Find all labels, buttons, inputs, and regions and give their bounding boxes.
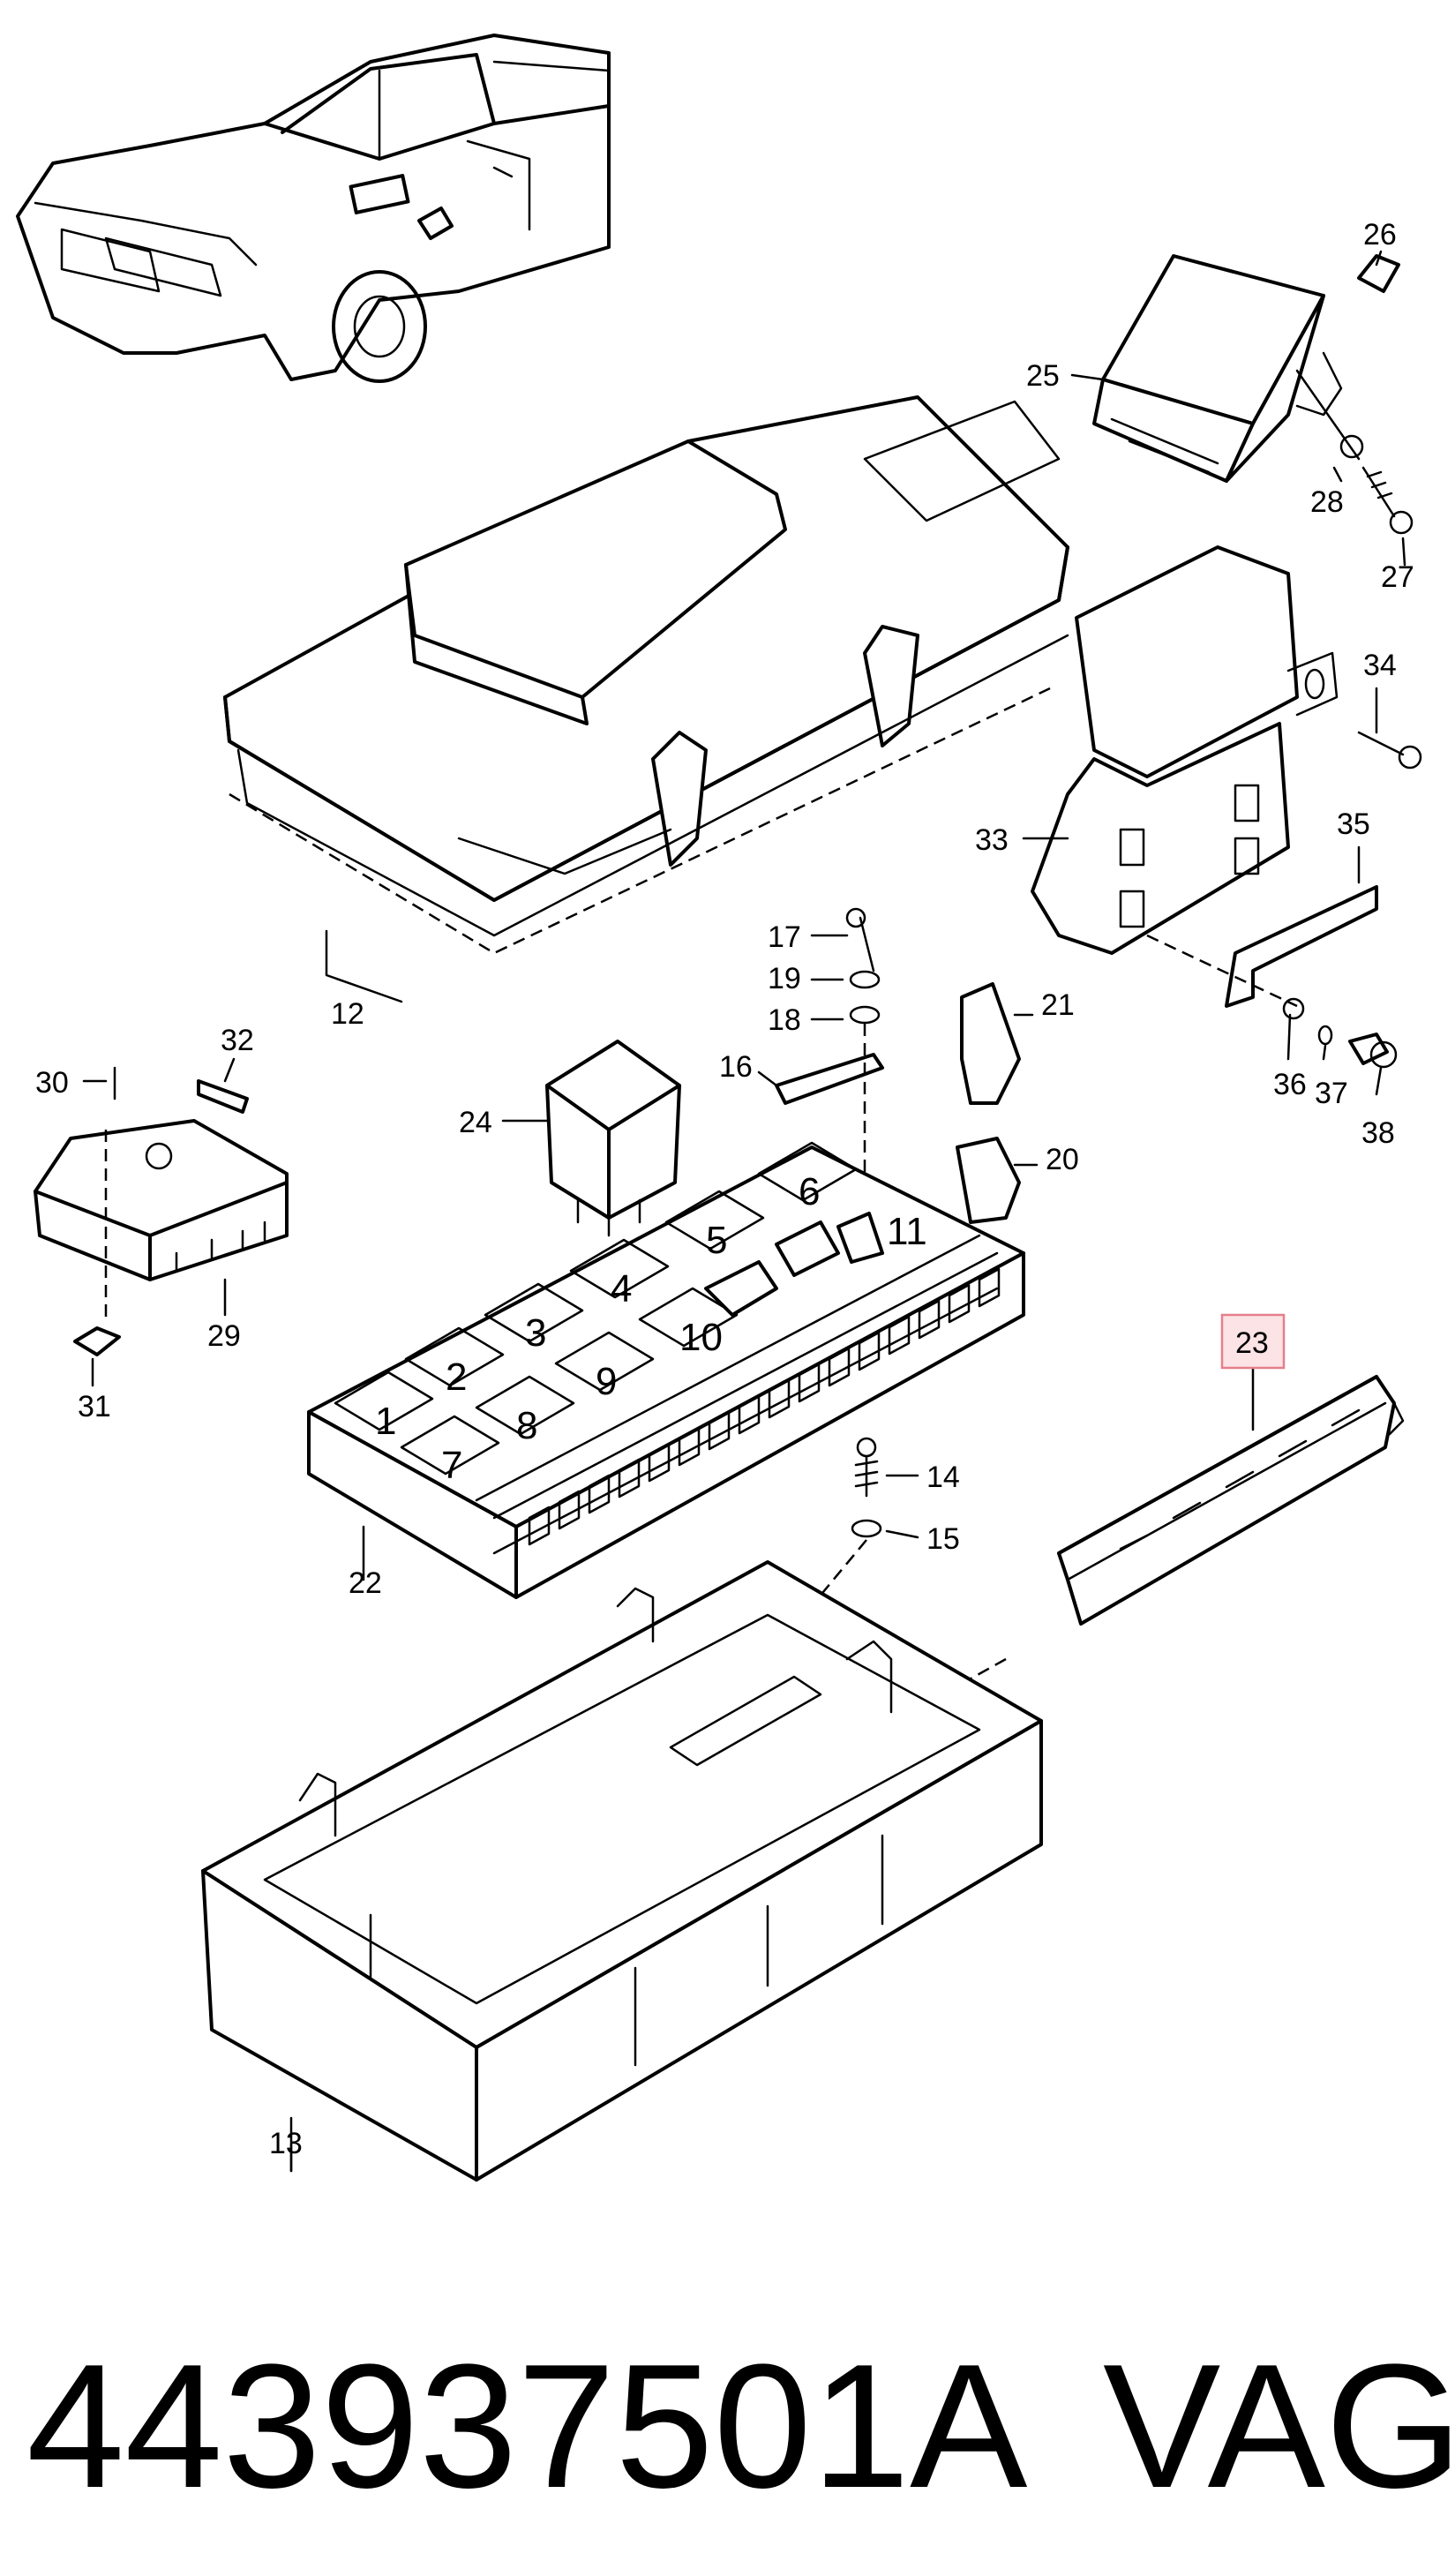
callout-27: 27	[1381, 560, 1414, 594]
fuse-slot	[588, 1474, 611, 1514]
relay-slot-outline	[638, 1287, 739, 1348]
callout-28: 28	[1310, 485, 1344, 519]
fuse-slot	[798, 1363, 821, 1403]
fuse-slot	[768, 1378, 791, 1419]
callout-23: 23	[1235, 1326, 1269, 1360]
fuse-slot	[558, 1490, 581, 1530]
fuse-slot	[978, 1267, 1001, 1308]
callout-15: 15	[926, 1522, 960, 1556]
slot-7: 7	[441, 1444, 462, 1487]
fuse-slot	[528, 1506, 551, 1546]
control-unit-25	[1092, 254, 1343, 483]
fuse-slot	[618, 1458, 641, 1498]
relay-24	[545, 1040, 681, 1237]
small-parts-16-21	[775, 907, 1021, 1224]
relay-slot-outline	[554, 1331, 655, 1392]
callout-21: 21	[1041, 988, 1075, 1022]
callout-18: 18	[768, 1003, 801, 1037]
relay-slots	[334, 1141, 1001, 1546]
fuse-slot	[948, 1283, 971, 1324]
fuse-slot	[858, 1331, 881, 1371]
slot-9: 9	[596, 1360, 617, 1403]
relay-slot-outline	[334, 1371, 434, 1431]
fuse-slot	[888, 1315, 911, 1356]
callout-19: 19	[768, 962, 801, 995]
callout-13: 13	[269, 2127, 303, 2160]
callout-24: 24	[459, 1106, 492, 1139]
slot-5: 5	[706, 1219, 727, 1262]
slot-10: 10	[679, 1316, 723, 1359]
callout-32: 32	[221, 1024, 254, 1057]
callout-17: 17	[768, 920, 801, 954]
slot-6: 6	[799, 1170, 820, 1213]
relay-slot-outline	[664, 1190, 765, 1250]
callout-12: 12	[331, 997, 364, 1031]
brand-name: VAG	[1103, 2328, 1455, 2525]
callout-29: 29	[207, 1319, 241, 1353]
slot-3: 3	[525, 1311, 546, 1355]
callout-30: 30	[35, 1066, 69, 1100]
callout-16: 16	[719, 1050, 753, 1084]
relay-slot-outline	[484, 1282, 584, 1343]
callout-26: 26	[1363, 218, 1397, 252]
fuse-slot	[678, 1426, 701, 1467]
fuse-strip-23	[926, 1375, 1405, 1705]
callout-38: 38	[1361, 1116, 1395, 1150]
housing-29	[34, 1066, 289, 1356]
callout-14: 14	[926, 1461, 960, 1494]
fuse-slot	[828, 1347, 851, 1387]
callout-33: 33	[975, 823, 1009, 857]
lower-tray-13	[201, 1560, 1043, 2182]
slot-1: 1	[375, 1400, 396, 1443]
fuse-slot	[648, 1442, 671, 1483]
callout-23-highlight	[1220, 1313, 1286, 1370]
slot-11: 11	[887, 1210, 927, 1253]
callout-35: 35	[1337, 807, 1370, 841]
slot-8: 8	[516, 1404, 537, 1447]
callout-22: 22	[349, 1566, 382, 1600]
part-number: 443937501A	[26, 2328, 1028, 2525]
slot-2: 2	[446, 1356, 467, 1399]
callout-31: 31	[78, 1390, 111, 1423]
callout-36: 36	[1273, 1068, 1307, 1101]
relay-slot-outline	[757, 1141, 858, 1202]
fasteners-26-28	[1295, 254, 1414, 535]
callout-labels: 12 13 14 15 16 17 19 18 21 20 22 23 24 2…	[35, 218, 1414, 2160]
relay-slot-outline	[475, 1375, 575, 1436]
relay-slot-outline	[400, 1415, 500, 1476]
exploded-parts-diagram: 1 2 3 4 5 6 7 8 9 10 11 12 13 14 15 16 1…	[16, 34, 1422, 2182]
relay-slot-outline	[569, 1238, 670, 1299]
callout-25: 25	[1026, 359, 1060, 393]
bracket-33	[1031, 545, 1339, 955]
relay-plate-22	[307, 1141, 1025, 1599]
slot-4: 4	[611, 1267, 632, 1311]
fasteners-34-38	[1146, 731, 1422, 1069]
callout-37: 37	[1315, 1077, 1348, 1110]
fuse-slot	[738, 1394, 761, 1435]
callout-34: 34	[1363, 649, 1397, 682]
fuse-slot	[918, 1299, 941, 1340]
leader-lines	[82, 250, 1406, 2173]
relay-slot-outline	[404, 1326, 505, 1387]
fuse-slot	[708, 1410, 731, 1451]
car-illustration	[16, 34, 611, 383]
fuse-box-cover-12	[223, 395, 1069, 1003]
callout-20: 20	[1046, 1143, 1079, 1176]
slot-numbers: 1 2 3 4 5 6 7 8 9 10 11	[375, 1170, 927, 1487]
part-info-footer: 443937501A VAG	[0, 2259, 1455, 2576]
